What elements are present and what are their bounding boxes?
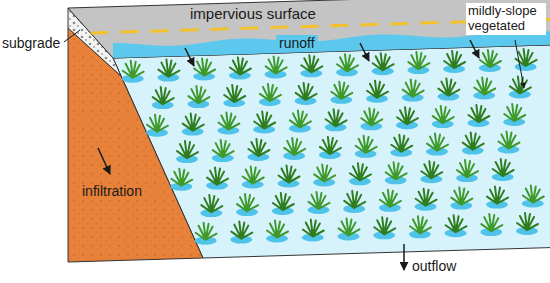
grass-clump bbox=[510, 76, 531, 93]
grass-clump bbox=[416, 189, 437, 206]
grass-clump bbox=[279, 166, 300, 183]
grass-clump bbox=[230, 58, 251, 75]
grass-clump bbox=[468, 105, 489, 122]
grass-clump bbox=[438, 79, 459, 96]
grass-clump bbox=[457, 160, 478, 177]
grass-clump bbox=[410, 216, 431, 233]
grass-clump bbox=[433, 106, 454, 123]
grass-clump bbox=[386, 162, 407, 179]
grass-clump bbox=[254, 112, 275, 129]
grass-clump bbox=[374, 217, 395, 234]
grass-clump bbox=[260, 84, 281, 101]
grass-clump bbox=[183, 114, 204, 131]
grass-clump bbox=[153, 87, 174, 104]
runoff-arrow bbox=[185, 48, 194, 66]
grass-clump bbox=[499, 132, 520, 149]
grass-clump bbox=[177, 141, 198, 158]
grass-clump bbox=[408, 52, 429, 69]
grass-clump bbox=[421, 161, 442, 178]
grass-clump bbox=[267, 221, 288, 238]
grass-clump bbox=[344, 191, 365, 208]
grass-clump bbox=[480, 50, 501, 67]
infiltration-arrow bbox=[98, 148, 110, 174]
grass-clump bbox=[367, 81, 388, 98]
grass-clump bbox=[290, 110, 311, 127]
grass-clump bbox=[373, 53, 394, 70]
grass-clump bbox=[523, 186, 544, 203]
runoff-arrow bbox=[470, 40, 479, 58]
grass-clump bbox=[326, 109, 347, 126]
label-text: infiltration bbox=[82, 183, 142, 199]
grass-clump bbox=[339, 218, 360, 235]
grass-clump bbox=[188, 86, 209, 103]
road-surface bbox=[68, 0, 550, 58]
grass-clump bbox=[284, 138, 305, 155]
grass-clump bbox=[474, 78, 495, 95]
grass-clump bbox=[451, 188, 472, 205]
label-text: subgrade bbox=[2, 35, 60, 51]
grass-clump bbox=[123, 61, 144, 78]
grass-clump bbox=[171, 169, 192, 186]
grass-clump bbox=[213, 140, 234, 157]
grass-clump bbox=[356, 136, 377, 153]
leader-line bbox=[515, 40, 524, 88]
grass-clump bbox=[207, 168, 228, 185]
grass-clump bbox=[314, 164, 335, 181]
grass-clump bbox=[446, 215, 467, 232]
grass-clump bbox=[504, 104, 525, 121]
grass-clump bbox=[337, 54, 358, 71]
grass-clump bbox=[320, 137, 341, 154]
grass-clump bbox=[201, 195, 222, 212]
grass-clump bbox=[391, 135, 412, 152]
grass-clump bbox=[361, 108, 382, 125]
grass-clump bbox=[248, 139, 269, 156]
grass-clump bbox=[231, 222, 252, 239]
grass-clump bbox=[158, 60, 179, 77]
grass-clump bbox=[397, 107, 418, 124]
grass-clump bbox=[224, 85, 245, 102]
label-text: runoff bbox=[276, 35, 318, 51]
grass-clump bbox=[273, 193, 294, 210]
grass-clump bbox=[194, 59, 215, 76]
grass-clump bbox=[350, 163, 371, 180]
grass-clump bbox=[444, 51, 465, 68]
grass-clump bbox=[487, 187, 508, 204]
grass-clump bbox=[481, 214, 502, 231]
grass-clump bbox=[463, 133, 484, 150]
grass-clump bbox=[403, 80, 424, 97]
grass-clump bbox=[266, 56, 287, 73]
grass-clump bbox=[331, 82, 352, 99]
grass-clump bbox=[218, 113, 239, 130]
grass-clump bbox=[296, 83, 317, 100]
grass-clump bbox=[237, 194, 258, 211]
grass-clump bbox=[427, 134, 448, 151]
label-text: outflow bbox=[412, 258, 456, 274]
grass-clump bbox=[147, 115, 168, 132]
outflow-arrow bbox=[403, 244, 405, 270]
grass-field bbox=[122, 49, 544, 245]
grass-clump bbox=[380, 190, 401, 207]
grass-clump bbox=[196, 223, 217, 240]
soil-section bbox=[68, 28, 203, 262]
label-text: mildly-slope vegetated bbox=[466, 3, 546, 35]
grass-clump bbox=[301, 55, 322, 72]
grass-clump bbox=[309, 192, 330, 209]
label-text: impervious surface bbox=[190, 5, 316, 22]
grass-clump bbox=[243, 167, 264, 184]
grass-clump bbox=[517, 213, 538, 230]
leader-line bbox=[64, 30, 80, 42]
runoff-arrow bbox=[360, 43, 369, 61]
grass-clump bbox=[493, 159, 514, 176]
grass-clump bbox=[303, 220, 324, 237]
